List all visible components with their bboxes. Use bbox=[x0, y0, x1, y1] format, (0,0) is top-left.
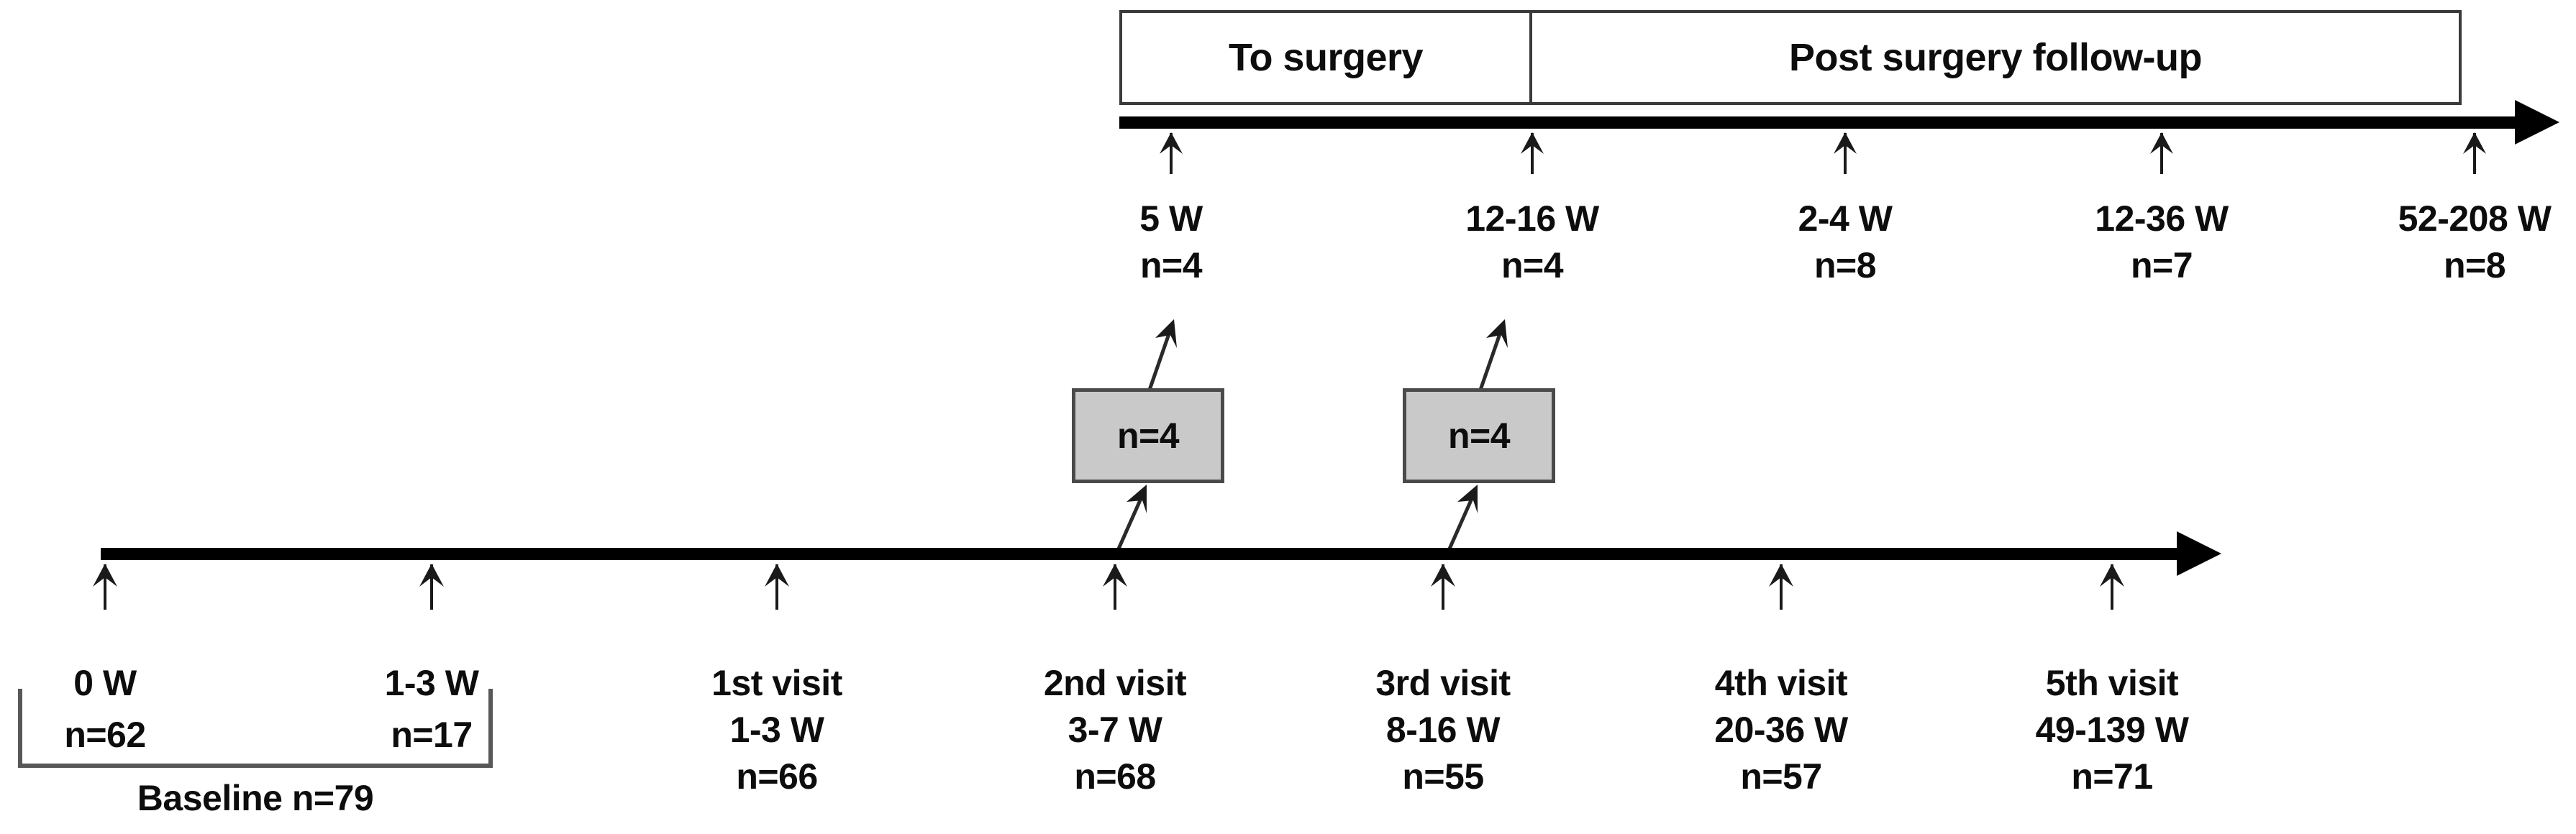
bottom-tick-arrow-3 bbox=[765, 564, 789, 610]
visit-3-window: 8-16 W bbox=[1385, 710, 1501, 750]
bottom-tick-arrow-2 bbox=[419, 564, 444, 610]
transfer-box-1-label: n=4 bbox=[1116, 416, 1180, 456]
visit-5-window: 49-139 W bbox=[2035, 710, 2189, 750]
baseline-point-1-time: 0 W bbox=[73, 663, 137, 703]
bottom-timeline-arrowhead bbox=[2177, 531, 2221, 576]
top-tick-arrow-2 bbox=[1521, 132, 1544, 174]
bottom-tick-arrow-6 bbox=[1769, 564, 1793, 610]
top-timepoint-4-time: 12-36 W bbox=[2095, 198, 2229, 239]
phase-label-to-surgery: To surgery bbox=[1228, 36, 1424, 79]
top-timepoint-5-n: n=8 bbox=[2443, 245, 2506, 285]
visit-2-name: 2nd visit bbox=[1043, 663, 1187, 703]
visit-4-window: 20-36 W bbox=[1714, 710, 1848, 750]
transfer-box-2: n=4 bbox=[1403, 388, 1555, 483]
visit-5-n: n=71 bbox=[2071, 756, 2153, 797]
visit-1-name: 1st visit bbox=[711, 663, 842, 703]
top-tick-arrow-5 bbox=[2463, 132, 2486, 174]
transfer-box-2-label: n=4 bbox=[1447, 416, 1511, 456]
top-timepoint-5: 52-208 W n=8 bbox=[2398, 196, 2552, 289]
bottom-tick-arrow-7 bbox=[2100, 564, 2124, 610]
baseline-point-1-n: n=62 bbox=[64, 715, 146, 755]
visit-5-label: 5th visit 49-139 W n=71 bbox=[2036, 660, 2189, 800]
top-timeline-axis bbox=[1119, 116, 2531, 129]
top-timepoint-1: 5 W n=4 bbox=[1139, 196, 1203, 289]
top-timeline-arrowhead bbox=[2515, 100, 2559, 145]
visit-1-label: 1st visit 1-3 W n=66 bbox=[711, 660, 842, 800]
top-timepoint-2-n: n=4 bbox=[1501, 245, 1564, 285]
top-tick-arrow-3 bbox=[1834, 132, 1857, 174]
visit-3-label: 3rd visit 8-16 W n=55 bbox=[1375, 660, 1511, 800]
visit-1-n: n=66 bbox=[736, 756, 818, 797]
visit-2-n: n=68 bbox=[1074, 756, 1156, 797]
top-timepoint-1-n: n=4 bbox=[1139, 245, 1203, 285]
top-timepoint-2: 12-16 W n=4 bbox=[1465, 196, 1599, 289]
visit-2-window: 3-7 W bbox=[1068, 710, 1162, 750]
visit-1-window: 1-3 W bbox=[729, 710, 824, 750]
bottom-tick-arrow-5 bbox=[1431, 564, 1455, 610]
top-timepoint-4: 12-36 W n=7 bbox=[2095, 196, 2229, 289]
top-timepoint-5-time: 52-208 W bbox=[2398, 198, 2552, 239]
top-timepoint-3: 2-4 W n=8 bbox=[1798, 196, 1893, 289]
top-timepoint-2-time: 12-16 W bbox=[1465, 198, 1599, 239]
visit-2-label: 2nd visit 3-7 W n=68 bbox=[1043, 660, 1187, 800]
phase-label-post-surgery: Post surgery follow-up bbox=[1788, 36, 2203, 79]
top-tick-arrow-1 bbox=[1160, 132, 1183, 174]
baseline-bracket-label: Baseline n=79 bbox=[137, 778, 374, 818]
baseline-point-2-time: 1-3 W bbox=[384, 663, 479, 703]
top-timepoint-4-n: n=7 bbox=[2130, 245, 2193, 285]
transfer-arrow-up-2 bbox=[1477, 319, 1508, 395]
bottom-tick-arrow-4 bbox=[1103, 564, 1127, 610]
baseline-bracket bbox=[18, 689, 493, 768]
transfer-arrow-in-2 bbox=[1445, 485, 1478, 555]
visit-5-name: 5th visit bbox=[2045, 663, 2179, 703]
top-timepoint-3-n: n=8 bbox=[1813, 245, 1877, 285]
visit-3-name: 3rd visit bbox=[1375, 663, 1511, 703]
bottom-tick-arrow-1 bbox=[93, 564, 117, 610]
top-timepoint-3-time: 2-4 W bbox=[1798, 198, 1893, 239]
transfer-arrow-up-1 bbox=[1146, 319, 1177, 395]
visit-4-label: 4th visit 20-36 W n=57 bbox=[1714, 660, 1848, 800]
bottom-timeline-axis bbox=[101, 548, 2195, 560]
top-tick-arrow-4 bbox=[2150, 132, 2173, 174]
transfer-box-1: n=4 bbox=[1072, 388, 1224, 483]
visit-3-n: n=55 bbox=[1402, 756, 1484, 797]
phase-box-to-surgery: To surgery bbox=[1119, 10, 1532, 105]
phase-box-post-surgery: Post surgery follow-up bbox=[1532, 10, 2462, 105]
visit-4-name: 4th visit bbox=[1714, 663, 1848, 703]
transfer-arrow-in-1 bbox=[1114, 485, 1147, 555]
baseline-point-2-n: n=17 bbox=[391, 715, 473, 755]
top-timepoint-1-time: 5 W bbox=[1139, 198, 1203, 239]
visit-4-n: n=57 bbox=[1740, 756, 1822, 797]
